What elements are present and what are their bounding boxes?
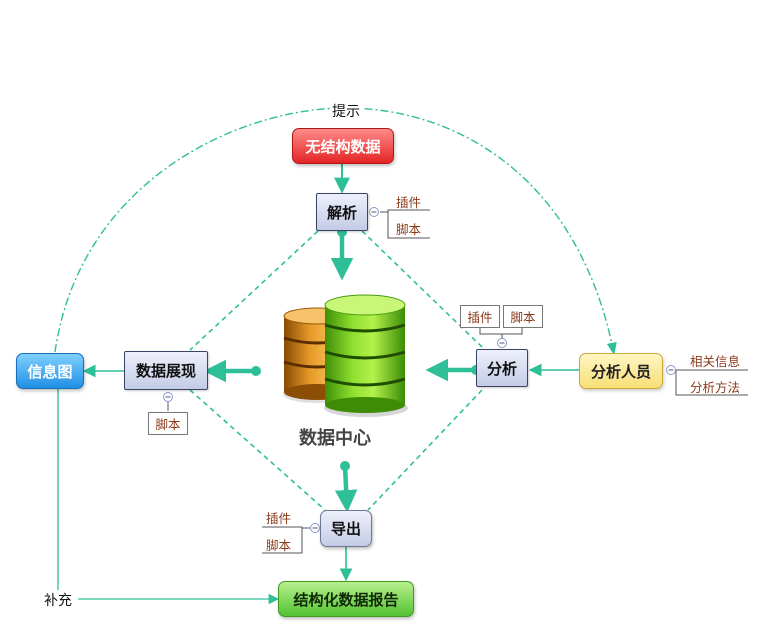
analyst-related-info-leaf[interactable]: 相关信息 [690,354,741,369]
node-data-display[interactable]: 数据展现 [124,351,208,390]
leaf-branches [167,209,748,554]
node-analyst[interactable]: 分析人员 [579,353,663,389]
node-infographic[interactable]: 信息图 [16,353,84,389]
parse-script-leaf[interactable]: 脚本 [396,222,422,237]
analyze-script-leaf[interactable]: 脚本 [503,305,543,328]
export-plugin-leaf[interactable]: 插件 [266,511,292,526]
database-icon [283,294,408,417]
parse-plugin-leaf[interactable]: 插件 [396,195,422,210]
analyst-method-leaf[interactable]: 分析方法 [690,380,741,395]
display-script-leaf[interactable]: 脚本 [148,412,188,435]
node-export[interactable]: 导出 [320,510,372,547]
node-unstructured-data[interactable]: 无结构数据 [292,128,394,164]
node-structured-report[interactable]: 结构化数据报告 [278,581,414,617]
node-analyze[interactable]: 分析 [476,349,528,387]
data-center-label: 数据中心 [299,428,371,449]
node-parse[interactable]: 解析 [316,193,368,231]
analyze-plugin-leaf[interactable]: 插件 [460,305,500,328]
supplement-label: 补充 [42,590,74,610]
arrow-center-export [334,465,358,513]
hint-label: 提示 [330,101,362,121]
export-script-leaf[interactable]: 脚本 [266,538,292,553]
